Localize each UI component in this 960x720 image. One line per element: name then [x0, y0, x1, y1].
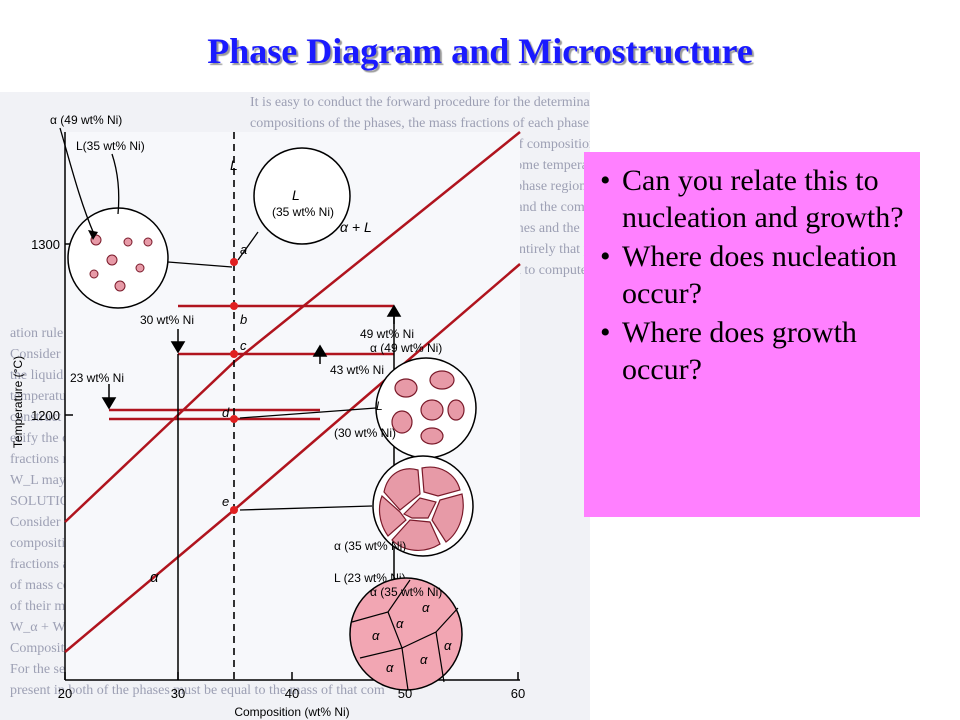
point-label-d: d: [222, 405, 230, 420]
grain-label: α: [422, 600, 430, 615]
label-43-wt-ni: 43 wt% Ni: [330, 363, 384, 377]
m2-liquid-label: L: [376, 399, 383, 413]
composition-arrows: [101, 304, 402, 410]
m3-alpha-label: α (35 wt% Ni): [334, 539, 406, 553]
bullet-dot: •: [600, 164, 611, 197]
x-tick-label-20: 20: [58, 686, 72, 701]
background-text-line: SOLUTION: [10, 494, 80, 509]
region-label-liquid: L: [230, 157, 238, 173]
label-30-wt-ni: 30 wt% Ni: [140, 313, 194, 327]
point-label-e: e: [222, 494, 229, 509]
bullet-item: • Where does nucleation occur?: [594, 238, 910, 312]
grain-label: α: [372, 628, 380, 643]
y-tick-label-1300: 1300: [31, 237, 60, 252]
grain-label: α: [420, 652, 428, 667]
m2-composition-label: (30 wt% Ni): [334, 426, 396, 440]
question-callout: • Can you relate this to nucleation and g…: [584, 152, 920, 517]
background-text-line: compositions of the phases, the mass fra…: [250, 116, 590, 131]
phase-diagram-figure: It is easy to conduct the forward proced…: [0, 92, 590, 720]
region-label-two-phase: α + L: [340, 219, 372, 235]
x-tick-label-30: 30: [171, 686, 185, 701]
x-axis-label: Composition (wt% Ni): [234, 705, 349, 719]
x-tick-label-40: 40: [285, 686, 299, 701]
bullet-text: Can you relate this to nucleation and gr…: [622, 164, 904, 234]
state-point-markers: [230, 258, 238, 514]
m1-alpha-label: α (49 wt% Ni): [50, 113, 122, 127]
point-label-a: a: [240, 242, 247, 257]
m1-liquid-label: L(35 wt% Ni): [76, 139, 145, 153]
m2-alpha-label: α (49 wt% Ni): [370, 341, 442, 355]
microstructure-nucleation: α (49 wt% Ni) L(35 wt% Ni): [50, 113, 233, 309]
grain-label: α: [444, 638, 452, 653]
bullet-item: • Can you relate this to nucleation and g…: [594, 162, 910, 236]
bullet-list: • Can you relate this to nucleation and g…: [594, 162, 910, 388]
m4-alpha-label: α (35 wt% Ni): [370, 585, 442, 599]
bullet-text: Where does growth occur?: [622, 316, 857, 386]
bullet-dot: •: [600, 240, 611, 273]
background-text-line: present in both of the phases must be eq…: [10, 683, 385, 698]
label-49-wt-ni: 49 wt% Ni: [360, 327, 414, 341]
tie-lines: [109, 304, 394, 421]
region-label-solid: α: [150, 569, 159, 586]
slide-title: Phase Diagram and Microstructure: [207, 31, 753, 71]
microstructure-solid: α (35 wt% Ni): [349, 577, 463, 691]
microstructure-liquid: L (35 wt% Ni): [237, 147, 351, 261]
background-text-line: It is easy to conduct the forward proced…: [250, 95, 590, 110]
bullet-dot: •: [600, 316, 611, 349]
label-23-wt-ni: 23 wt% Ni: [70, 371, 124, 385]
y-axis-label: Temperature (°C): [11, 356, 25, 448]
point-label-c: c: [240, 338, 247, 353]
y-tick-label-1200: 1200: [31, 408, 60, 423]
point-label-b: b: [240, 312, 247, 327]
m0-composition-label: (35 wt% Ni): [272, 205, 334, 219]
grain-label: α: [386, 660, 394, 675]
microstructure-growth: α (49 wt% Ni) L (30 wt% Ni): [239, 341, 477, 459]
bullet-item: • Where does growth occur?: [594, 314, 910, 388]
m0-liquid-label: L: [292, 187, 300, 203]
background-text-line: ation rule: [10, 326, 63, 341]
x-tick-label-60: 60: [511, 686, 525, 701]
grain-label: α: [396, 616, 404, 631]
bullet-text: Where does nucleation occur?: [622, 240, 897, 310]
